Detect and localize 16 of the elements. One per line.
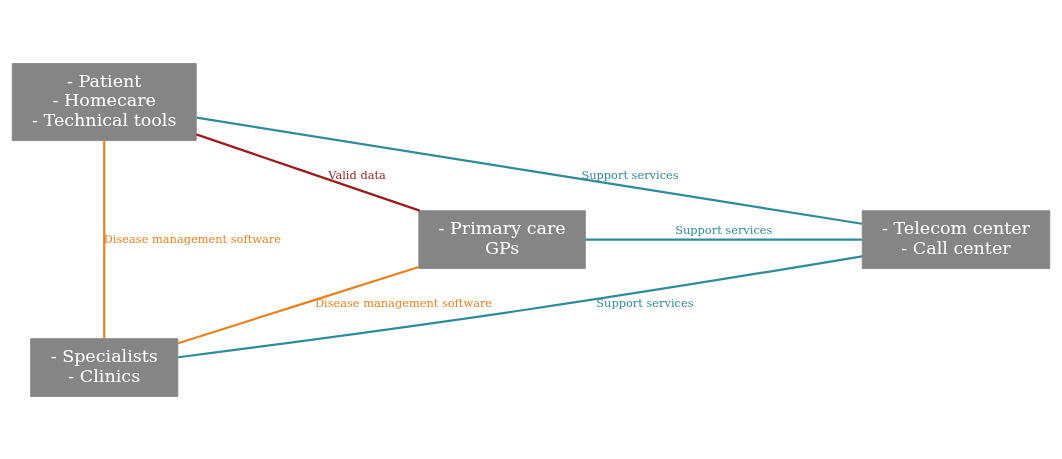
edge-label: Disease management software xyxy=(103,231,281,246)
connector xyxy=(196,116,863,225)
edge-label: Disease management software xyxy=(314,295,493,310)
node-box: - Primary care GPs xyxy=(418,209,586,269)
node-box: - Specialists - Clinics xyxy=(30,337,179,397)
connector xyxy=(585,238,862,241)
edge-label: Support services xyxy=(581,167,679,182)
edge-label: Support services xyxy=(596,295,694,310)
node-box: - Telecom center - Call center xyxy=(861,209,1051,269)
edge-label: Valid data xyxy=(328,167,386,182)
connector xyxy=(103,140,106,338)
edge-label: Support services xyxy=(675,222,773,237)
connector xyxy=(178,254,863,358)
connector xyxy=(195,132,421,212)
node-box: - Patient - Homecare - Technical tools xyxy=(11,62,197,141)
connector xyxy=(177,265,420,344)
